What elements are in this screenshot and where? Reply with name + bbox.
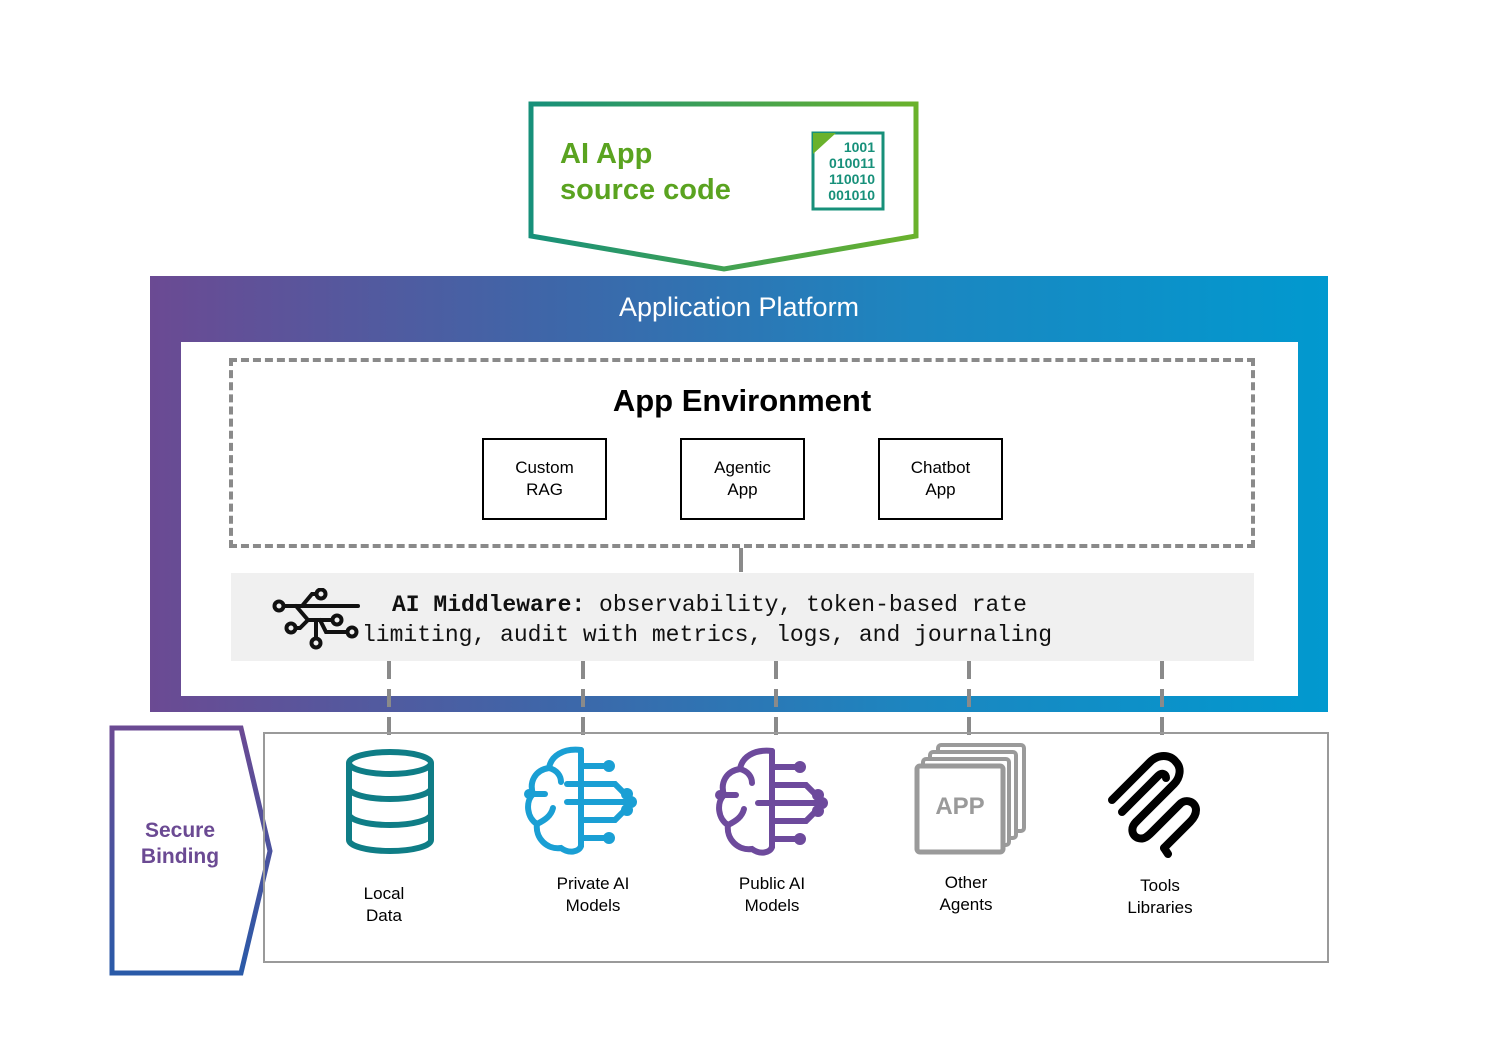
source-code-title: AI App source code <box>560 136 731 208</box>
secure-binding-label: Secure Binding <box>112 818 248 870</box>
resource-label-line1: Private AI <box>556 874 630 893</box>
circuit-icon <box>272 588 360 650</box>
other-agents-label: Other Agents <box>896 872 1036 916</box>
secure-binding-shape <box>109 725 273 976</box>
public-ai-models-label: Public AI Models <box>702 873 842 917</box>
binary-file-icon: 1001 010011 110010 001010 <box>811 131 885 211</box>
resource-label-line2: Libraries <box>1127 898 1193 917</box>
resource-label-line1: Local <box>363 884 405 903</box>
app-badge-text: APP <box>935 793 984 820</box>
app-label-line2: App <box>925 480 956 499</box>
resource-label-line1: Public AI <box>738 874 806 893</box>
source-title-line2: source code <box>560 174 731 206</box>
resource-label-line2: Agents <box>939 895 993 914</box>
binary-row-1: 1001 <box>844 139 875 155</box>
middleware-text-line1: observability, token-based rate <box>585 592 1027 618</box>
binary-row-2: 010011 <box>829 155 875 171</box>
chatbot-app: Chatbot App <box>878 438 1003 520</box>
platform-title: Application Platform <box>618 292 860 322</box>
app-label-line1: Agentic <box>714 458 771 477</box>
tools-libraries-label: Tools Libraries <box>1090 875 1230 919</box>
app-label-line2: App <box>727 480 758 499</box>
binding-line2: Binding <box>140 845 220 868</box>
agentic-app: Agentic App <box>680 438 805 520</box>
custom-rag-app: Custom RAG <box>482 438 607 520</box>
public-brain-circuit-icon <box>715 747 828 856</box>
app-label-line1: Custom <box>515 458 574 477</box>
middleware-label: AI Middleware: <box>392 592 586 618</box>
binary-row-4: 001010 <box>828 187 875 203</box>
source-title-line1: AI App <box>560 138 653 170</box>
app-label-line2: RAG <box>526 480 563 499</box>
resource-label-line2: Models <box>565 896 621 915</box>
binding-line1: Secure <box>144 819 216 842</box>
ai-middleware-bar <box>231 573 1254 661</box>
app-environment-title: App Environment <box>612 383 872 418</box>
database-icon <box>346 749 434 855</box>
resource-label-line1: Tools <box>1140 876 1180 895</box>
private-brain-circuit-icon <box>524 746 637 855</box>
app-environment-box <box>229 358 1255 548</box>
ai-middleware-text: AI Middleware: observability, token-base… <box>362 590 1242 650</box>
binary-row-3: 110010 <box>829 171 875 187</box>
app-label-line1: Chatbot <box>910 458 971 477</box>
paperclip-icon <box>1108 752 1200 858</box>
resource-label-line2: Data <box>366 906 402 925</box>
resource-label-line1: Other <box>944 873 988 892</box>
private-ai-models-label: Private AI Models <box>523 873 663 917</box>
resources-box <box>263 732 1329 963</box>
app-stack-icon: APP <box>914 743 1026 855</box>
resource-label-line2: Models <box>744 896 800 915</box>
middleware-text-line2: limiting, audit with metrics, logs, and … <box>362 622 1053 648</box>
local-data-label: Local Data <box>314 883 454 927</box>
